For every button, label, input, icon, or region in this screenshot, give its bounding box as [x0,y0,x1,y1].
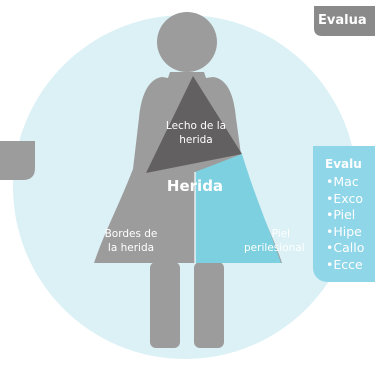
side-panel-item: •Exco [326,190,363,206]
label-lecho: Lecho de la herida [165,120,227,146]
side-panel-list: •Mac •Exco •Piel •Hipe •Callo •Ecce [326,174,364,273]
label-piel: Piel perilesional [244,228,305,254]
side-panel-item: •Ecce [326,256,363,272]
side-panel-item: •Piel [326,207,356,222]
top-tag-label: Evalua [318,13,367,28]
figure-right-leg [194,262,224,348]
side-panel-title: Evalu [325,157,362,171]
region-piel-perilesional [195,154,281,263]
side-panel-item: •Callo [326,240,365,255]
side-panel-item: •Hipe [326,223,362,239]
figure-head [157,12,217,72]
label-herida-center: Herida [166,177,224,195]
figure-left-leg [150,262,180,348]
left-connector-tab [0,141,35,180]
top-tag-shape [314,6,375,36]
side-evaluation-panel: Evalu •Mac •Exco •Piel •Hipe •Callo •Ecc… [313,146,375,282]
region-lecho-de-la-herida [146,76,242,173]
side-panel-item: •Mac [326,174,359,189]
label-bordes: Bordes de la herida [104,228,158,254]
